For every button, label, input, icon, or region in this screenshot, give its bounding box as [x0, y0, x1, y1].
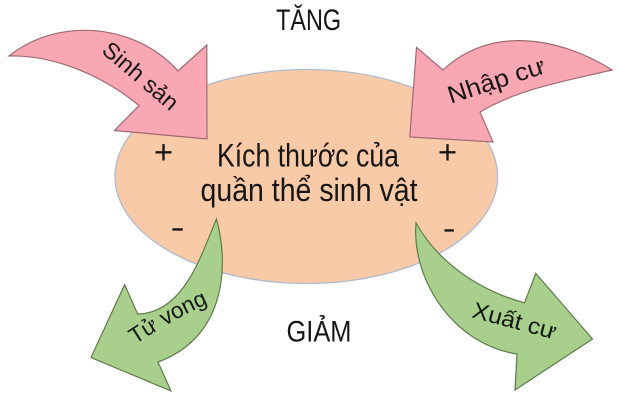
- svg-text:+: +: [438, 134, 457, 171]
- svg-text:Kích thước của: Kích thước của: [217, 138, 399, 174]
- svg-text:GIẢM: GIẢM: [287, 315, 352, 349]
- svg-text:TĂNG: TĂNG: [276, 4, 341, 37]
- svg-text:quần thể sinh vật: quần thể sinh vật: [201, 172, 418, 208]
- svg-text:+: +: [154, 134, 173, 171]
